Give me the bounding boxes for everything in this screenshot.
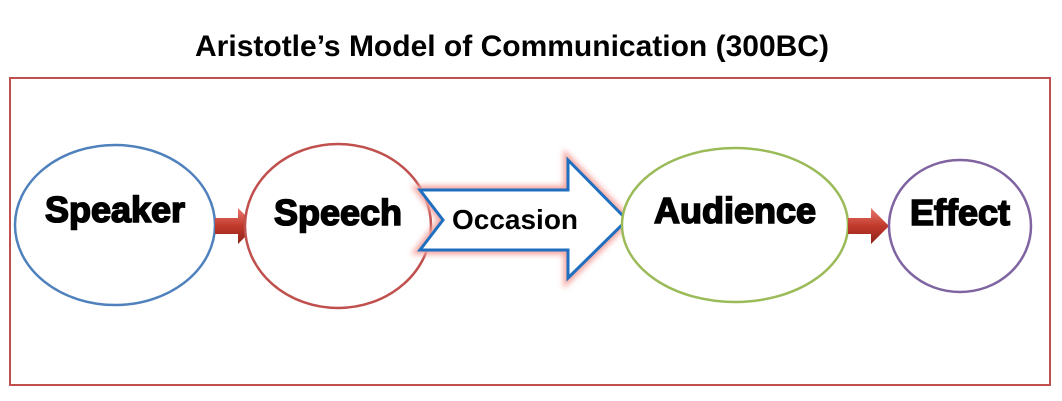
audience-label: Audience bbox=[654, 190, 816, 231]
speech-ellipse bbox=[243, 142, 433, 310]
diagram-title: Aristotle’s Model of Communication (300B… bbox=[195, 30, 829, 63]
effect-label: Effect bbox=[910, 192, 1010, 233]
occasion-arrow-icon bbox=[416, 156, 630, 282]
occasion-label: Occasion bbox=[452, 204, 578, 235]
effect-ellipse bbox=[887, 158, 1033, 294]
arrow-audience-to-effect-icon bbox=[848, 208, 889, 244]
frame-box bbox=[9, 77, 1051, 386]
speaker-label: Speaker bbox=[45, 189, 185, 230]
speech-label: Speech bbox=[274, 192, 402, 233]
